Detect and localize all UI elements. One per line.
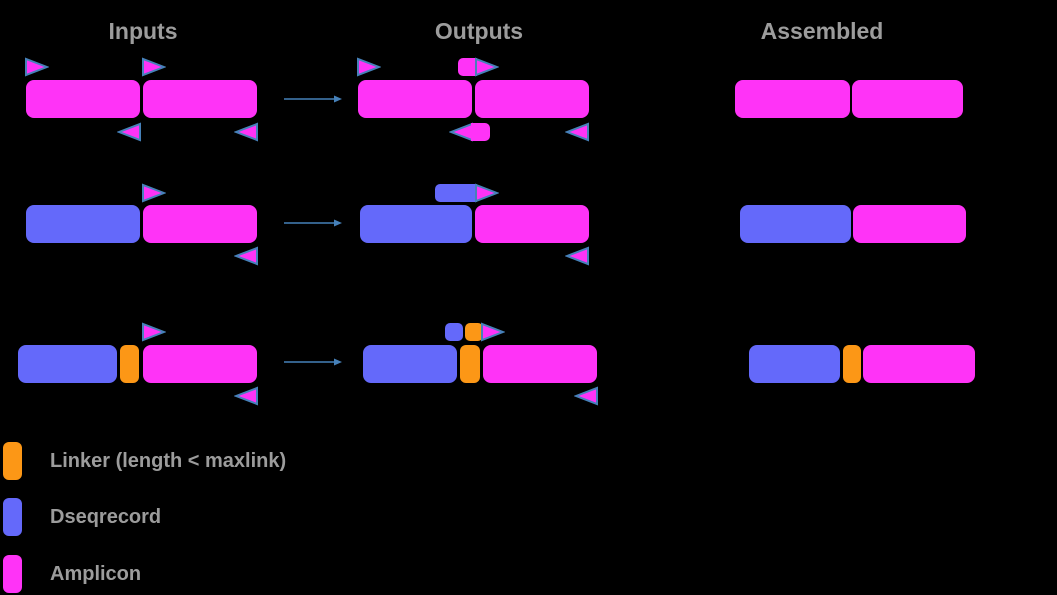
dseqrecord-bar (363, 345, 457, 383)
reverse-primer-icon (565, 122, 589, 142)
legend-swatch-dseqrecord (3, 498, 22, 536)
amplicon-bar (863, 345, 975, 383)
assembled-heading: Assembled (760, 18, 884, 44)
legend-label-dseqrecord: Dseqrecord (50, 505, 162, 528)
reverse-primer-icon (234, 122, 258, 142)
amplicon-bar (483, 345, 597, 383)
amplicon-bar (26, 80, 140, 118)
dseqrecord-bar (360, 205, 472, 243)
amplicon-bar (475, 80, 589, 118)
dseqrecord-bar (26, 205, 140, 243)
amplicon-bar (475, 205, 589, 243)
dseqrecord-bar (18, 345, 117, 383)
dseqrecord-primer-tail (445, 323, 463, 341)
tailed-reverse-primer-icon (449, 122, 473, 142)
amplicon-bar (358, 80, 472, 118)
flow-arrow-icon (284, 95, 342, 103)
forward-primer-icon (142, 322, 166, 342)
legend-swatch-linker (3, 442, 22, 480)
tailed-forward-primer-icon (475, 183, 499, 203)
linker-primer-tail (465, 323, 483, 341)
amplicon-bar (853, 205, 966, 243)
inputs-heading: Inputs (108, 18, 178, 44)
dseqrecord-bar (749, 345, 840, 383)
outputs-heading: Outputs (434, 18, 524, 44)
legend-swatch-amplicon (3, 555, 22, 593)
legend-label-amplicon: Amplicon (50, 562, 142, 585)
amplicon-bar (852, 80, 963, 118)
forward-primer-icon (25, 57, 49, 77)
reverse-primer-icon (117, 122, 141, 142)
linker-bar (843, 345, 861, 383)
legend-label-linker: Linker (length < maxlink) (50, 449, 287, 472)
flow-arrow-icon (284, 219, 342, 227)
tailed-forward-primer-icon (481, 322, 505, 342)
amplicon-primer-tail (458, 58, 477, 76)
amplicon-bar (143, 205, 257, 243)
reverse-primer-icon (234, 386, 258, 406)
reverse-primer-icon (234, 246, 258, 266)
tailed-forward-primer-icon (475, 57, 499, 77)
forward-primer-icon (142, 57, 166, 77)
amplicon-primer-tail (471, 123, 490, 141)
reverse-primer-icon (565, 246, 589, 266)
amplicon-bar (143, 345, 257, 383)
amplicon-bar (735, 80, 850, 118)
dseqrecord-bar (740, 205, 851, 243)
flow-arrow-icon (284, 358, 342, 366)
amplicon-bar (143, 80, 257, 118)
forward-primer-icon (357, 57, 381, 77)
forward-primer-icon (142, 183, 166, 203)
linker-bar (120, 345, 139, 383)
reverse-primer-icon (574, 386, 598, 406)
linker-bar (460, 345, 480, 383)
dseqrecord-primer-tail (435, 184, 477, 202)
